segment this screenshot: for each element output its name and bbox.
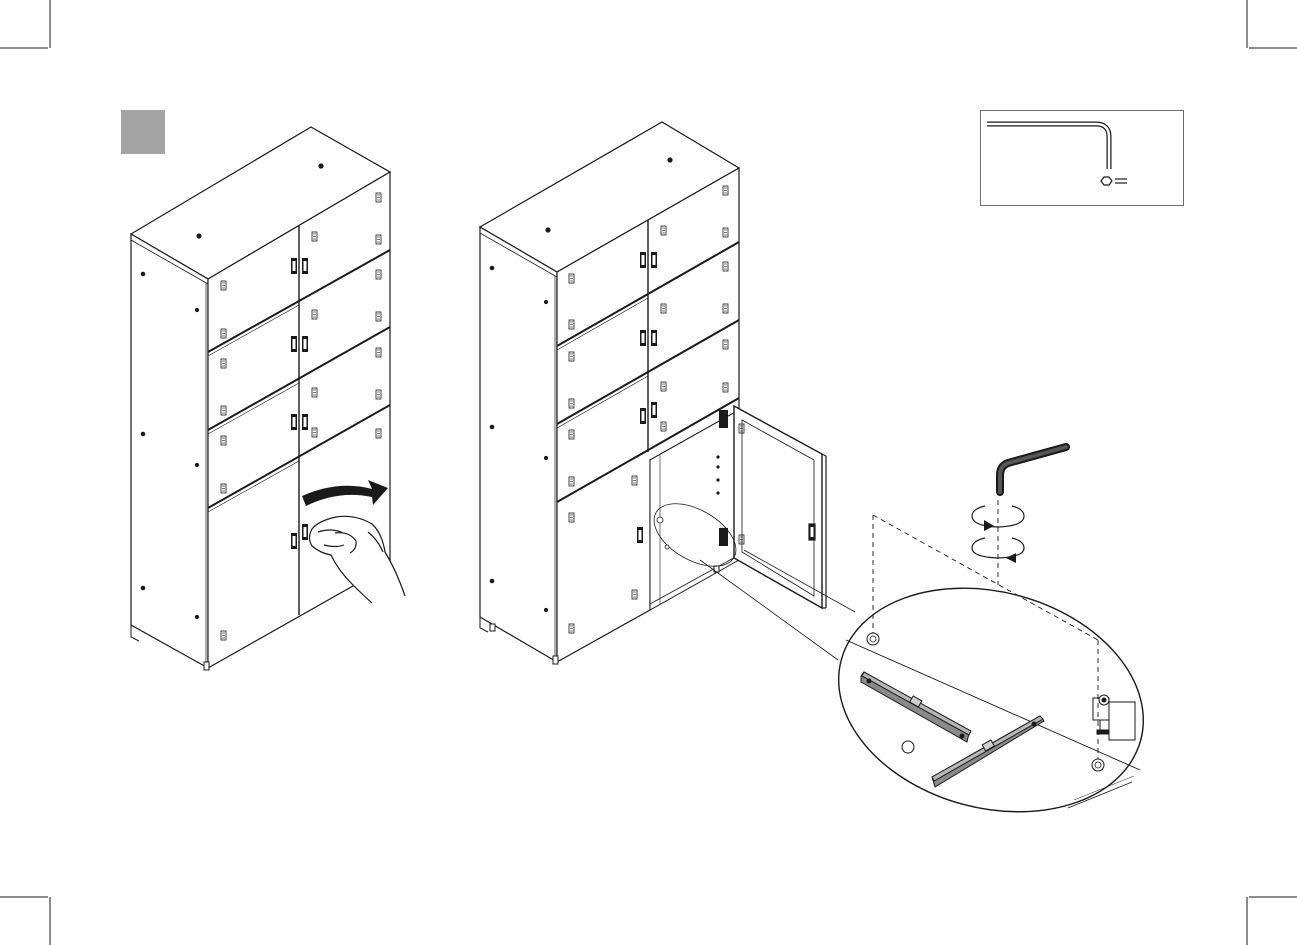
cabinet-open-door — [480, 122, 826, 664]
hex-key-icon-in-use — [1000, 447, 1066, 492]
cabinet-closed-doors — [131, 127, 390, 670]
rotate-counterclockwise-icon — [972, 538, 1024, 563]
detail-leveling-view — [813, 556, 1168, 845]
leveling-foot-icon — [1093, 695, 1135, 740]
